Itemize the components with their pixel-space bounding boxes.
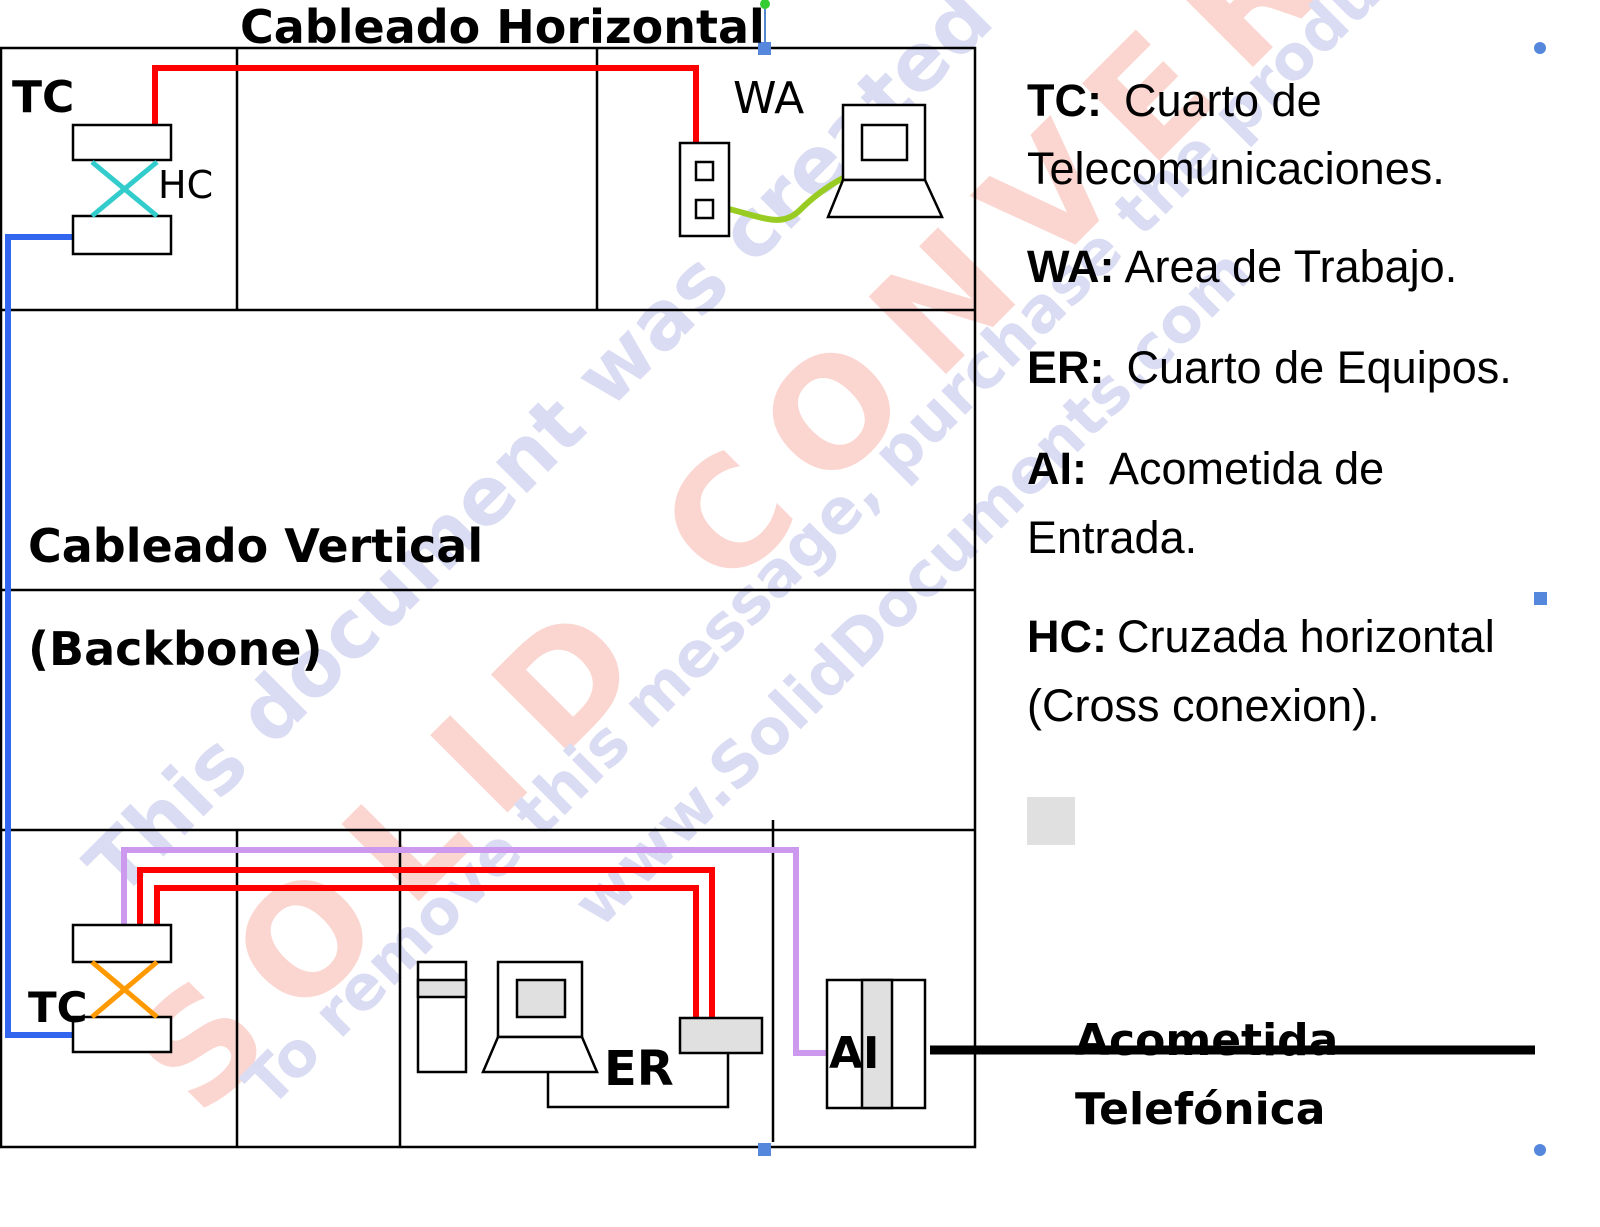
label-wa: WA: [733, 73, 804, 124]
label-er: ER: [604, 1041, 674, 1097]
label-ai: AI: [829, 1028, 879, 1079]
label-backbone: (Backbone): [28, 622, 323, 676]
computer-icon: [826, 103, 944, 219]
entrance-cable: [121, 847, 828, 1056]
legend-item-tc: TC:Cuarto de: [1027, 75, 1322, 126]
floor-plan: [0, 46, 977, 1149]
label-tc-top: TC: [12, 72, 74, 123]
legend-item-wa: WA:Area de Trabajo.: [1027, 241, 1457, 292]
server-tower-icon: [416, 960, 468, 1074]
resize-handle-right[interactable]: [1534, 592, 1547, 605]
legend-item-ai-cont: Entrada.: [1027, 512, 1197, 563]
wall-outlet-icon: [678, 141, 731, 238]
label-tc-bottom: TC: [28, 983, 87, 1032]
legend-item-hc: HC:Cruzada horizontal: [1027, 611, 1495, 662]
backbone-cable: [5, 234, 73, 1038]
tc-top-crossconnect: [71, 123, 173, 256]
switch-icon: [678, 1016, 764, 1055]
label-hc: HC: [158, 163, 213, 207]
legend-item-er: ER:Cuarto de Equipos.: [1027, 342, 1512, 393]
corner-handle-bottom-right[interactable]: [1534, 1144, 1546, 1156]
label-telefonica: Telefónica: [1075, 1084, 1326, 1135]
resize-handle-bottom[interactable]: [758, 1143, 771, 1156]
legend-item-hc-cont: (Cross conexion).: [1027, 680, 1380, 731]
label-acometida: Acometida: [1075, 1015, 1338, 1066]
corner-handle-top-right[interactable]: [1534, 42, 1546, 54]
horizontal-cabling-title: Cableado Horizontal: [240, 0, 765, 54]
er-cable-2: [154, 885, 699, 1018]
tc-bottom-crossconnect: [71, 923, 173, 1054]
legend-item-ai: AI:Acometida de: [1027, 443, 1384, 494]
er-cable-1: [137, 867, 715, 1018]
er-equipment: [416, 960, 927, 1110]
selection-handles[interactable]: [758, 0, 1547, 1156]
legend-swatch: [1027, 797, 1075, 845]
legend-item-tc-cont: Telecomunicaciones.: [1027, 143, 1445, 194]
horizontal-cable: [152, 65, 699, 180]
resize-handle-top[interactable]: [758, 42, 771, 55]
cables: [5, 65, 1535, 1056]
legend: TC:Cuarto de Telecomunicaciones. WA:Area…: [1027, 75, 1512, 845]
rotate-handle[interactable]: [760, 0, 770, 9]
patch-cable: [711, 175, 845, 223]
label-vertical-cabling: Cableado Vertical: [28, 519, 483, 573]
